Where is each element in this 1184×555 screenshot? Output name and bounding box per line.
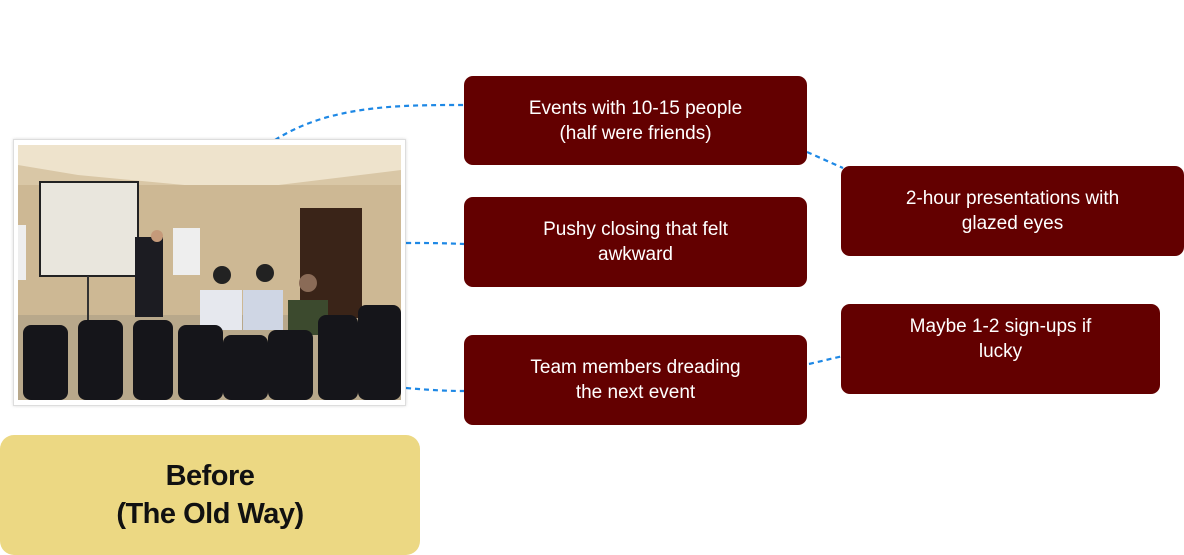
- before-title-card: Before (The Old Way): [0, 435, 420, 555]
- point-events-text: Events with 10-15 people (half were frie…: [528, 97, 743, 144]
- connector-pushy: [405, 241, 465, 246]
- point-pushy-closing: Pushy closing that felt awkward: [464, 197, 807, 287]
- connector-dreading: [405, 386, 465, 393]
- point-presentations-text: 2-hour presentations with glazed eyes: [905, 188, 1120, 234]
- connector-events: [274, 103, 465, 141]
- connector-signups: [808, 354, 844, 366]
- point-team-dreading: Team members dreading the next event: [464, 335, 807, 425]
- connector-presentations: [806, 150, 844, 170]
- point-pushy-closing-text: Pushy closing that felt awkward: [543, 219, 728, 265]
- point-presentations: 2-hour presentations with glazed eyes: [841, 166, 1184, 256]
- point-signups: Maybe 1-2 sign-ups if lucky: [841, 304, 1160, 394]
- point-signups-text: Maybe 1-2 sign-ups if lucky: [909, 316, 1092, 362]
- point-events: Events with 10-15 people (half were frie…: [464, 76, 807, 165]
- meeting-room-photo: [13, 139, 406, 406]
- point-team-dreading-text: Team members dreading the next event: [530, 357, 741, 403]
- before-title: Before (The Old Way): [116, 460, 304, 530]
- presentation-image: [18, 145, 401, 400]
